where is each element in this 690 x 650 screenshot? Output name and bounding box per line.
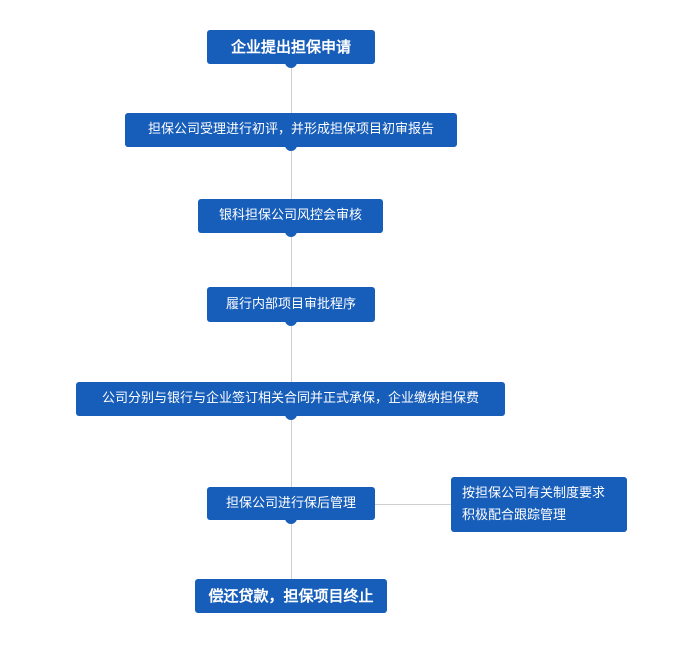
step-apply: 企业提出担保申请 <box>207 30 375 68</box>
side-note-line2: 积极配合跟踪管理 <box>462 507 567 523</box>
step-sign-contracts: 公司分别与银行与企业签订相关合同并正式承保，企业缴纳担保费 <box>76 382 505 420</box>
step-terminate: 偿还贷款，担保项目终止 <box>195 579 387 613</box>
side-note-box: 按担保公司有关制度要求 积极配合跟踪管理 <box>451 477 627 532</box>
step-post-loan-management: 担保公司进行保后管理 <box>207 487 375 524</box>
side-connector <box>375 504 451 505</box>
side-note-line1: 按担保公司有关制度要求 <box>462 485 606 501</box>
step-risk-committee: 银科担保公司风控会审核 <box>198 199 383 237</box>
step-internal-approval: 履行内部项目审批程序 <box>207 287 375 326</box>
step-initial-review: 担保公司受理进行初评，并形成担保项目初审报告 <box>125 113 457 151</box>
